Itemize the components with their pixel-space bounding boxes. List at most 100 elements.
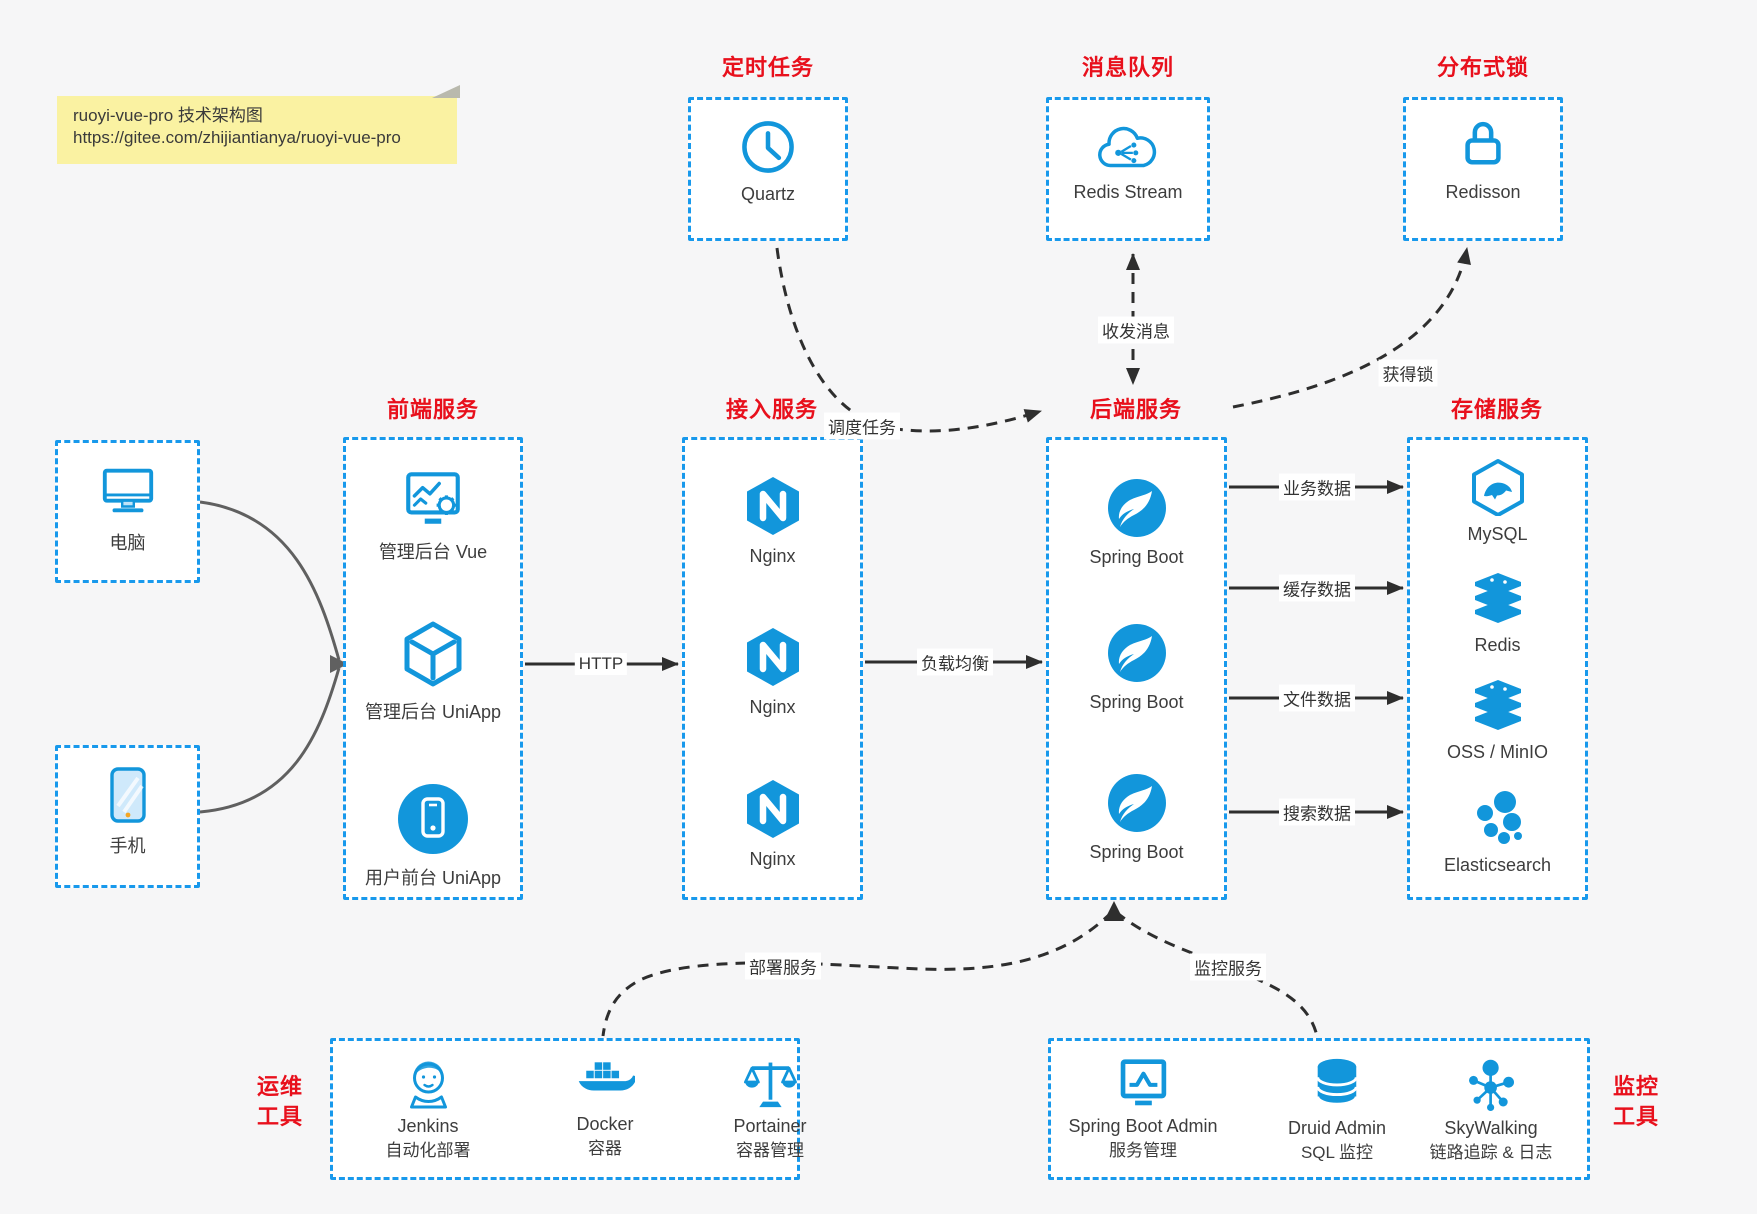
title-frontend-services: 前端服务 [386,397,480,422]
admin-vue-label: 管理后台 Vue [378,542,488,562]
jenkins-icon [409,1061,447,1109]
backend-services-box: Spring Boot Spring Boot Spring Boot [1046,437,1227,900]
edge-label-search-data: 搜索数据 [1279,798,1355,826]
portainer-scales-icon [743,1062,797,1108]
spring-boot-icon [1107,774,1166,832]
nginx-label: Nginx [749,697,796,717]
phone-label: 手机 [109,836,146,856]
clock-icon [742,121,794,173]
phone-client-box: 手机 [55,745,200,888]
edge-label-message: 收发消息 [1098,316,1174,344]
nginx-icon [746,780,799,838]
admin-uniapp-label: 管理后台 UniApp [364,702,502,722]
portainer-name: Portainer [733,1116,807,1136]
elasticsearch-label: Elasticsearch [1443,855,1552,875]
oss-minio-label: OSS / MinIO [1446,742,1549,762]
edge-label-monitor: 监控服务 [1190,953,1266,981]
redis-label: Redis [1474,635,1521,655]
ops-tools-title: 运维 工具 [256,1074,303,1129]
nginx-icon [746,628,799,686]
elasticsearch-icon [1476,791,1522,844]
title-scheduled-tasks: 定时任务 [721,55,815,80]
quartz-label: Quartz [740,184,796,204]
portainer-item: Portainer 容器管理 [733,1057,807,1162]
spring-boot-admin-icon [1120,1059,1166,1106]
desktop-icon [102,468,153,513]
spring-boot-label: Spring Boot [1089,842,1184,862]
druid-database-icon [1316,1058,1358,1106]
title-distributed-lock: 分布式锁 [1436,55,1530,80]
spring-boot-label: Spring Boot [1089,547,1184,567]
edge-label-deploy: 部署服务 [745,952,821,980]
user-app-icon [398,784,468,854]
storage-services-box: MySQL Redis OSS / MinIO [1407,437,1588,900]
skywalking-item: SkyWalking 链路追踪 & 日志 [1429,1057,1553,1164]
monitoring-tools-title: 监控 工具 [1612,1074,1659,1129]
ops-tools-box: Jenkins 自动化部署 Docker 容器 [330,1038,807,1180]
pc-client-box: 电脑 [55,440,200,583]
druid-admin-name: Druid Admin [1287,1118,1387,1138]
user-uniapp-label: 用户前台 UniApp [364,868,502,888]
note-fold [432,85,460,98]
skywalking-name: SkyWalking [1444,1118,1538,1138]
spring-boot-admin-name: Spring Boot Admin [1068,1116,1218,1136]
pc-label: 电脑 [109,533,146,553]
mysql-label: MySQL [1467,524,1528,544]
portainer-desc: 容器管理 [735,1141,804,1161]
oss-minio-icon [1474,680,1521,730]
note-title: ruoyi-vue-pro 技术架构图 [73,106,263,125]
cloud-message-icon [1098,126,1157,168]
sticky-note: ruoyi-vue-pro 技术架构图 https://gitee.com/zh… [57,85,460,164]
edge-label-lock: 获得锁 [1378,359,1438,387]
edge-label-http: HTTP [574,653,628,675]
docker-name: Docker [576,1114,634,1134]
docker-desc: 容器 [588,1139,622,1159]
quartz-box: Quartz [688,97,848,241]
spring-boot-admin-item: Spring Boot Admin 服务管理 [1068,1057,1218,1162]
edge-label-cache-data: 缓存数据 [1279,574,1355,602]
note-url: https://gitee.com/zhijiantianya/ruoyi-vu… [73,128,401,147]
edge-label-load-balance: 负载均衡 [917,648,993,676]
druid-admin-desc: SQL 监控 [1300,1143,1374,1163]
spring-boot-icon [1107,479,1166,537]
mysql-icon [1471,459,1524,516]
spring-boot-icon [1107,624,1166,682]
frontend-services-box: 管理后台 Vue 管理后台 UniApp 用户前台 UniApp [343,437,523,900]
jenkins-item: Jenkins 自动化部署 [386,1057,471,1162]
redis-icon [1474,573,1521,623]
access-services-box: Nginx Nginx Nginx [682,437,863,900]
jenkins-desc: 自动化部署 [385,1141,471,1161]
admin-vue-icon [406,472,460,524]
spring-boot-label: Spring Boot [1089,692,1184,712]
edge-pc-to-frontend [199,500,341,661]
title-access-services: 接入服务 [725,397,819,422]
edge-label-schedule: 调度任务 [824,412,900,440]
skywalking-desc: 链路追踪 & 日志 [1429,1143,1553,1163]
skywalking-network-icon [1469,1059,1515,1111]
title-storage-services: 存储服务 [1450,397,1544,422]
title-message-queue: 消息队列 [1081,55,1175,80]
monitoring-tools-box: Spring Boot Admin 服务管理 Druid Admin SQL 监… [1048,1038,1590,1180]
uniapp-cube-icon [404,621,462,687]
druid-admin-item: Druid Admin SQL 监控 [1288,1057,1386,1164]
redis-stream-label: Redis Stream [1073,182,1183,202]
edge-label-business-data: 业务数据 [1279,473,1355,501]
redisson-box: Redisson [1403,97,1563,241]
jenkins-name: Jenkins [397,1116,459,1136]
spring-boot-admin-desc: 服务管理 [1109,1141,1177,1161]
title-backend-services: 后端服务 [1089,397,1183,422]
backend-bottom-arrowhead [1104,901,1124,921]
redis-stream-box: Redis Stream [1046,97,1210,241]
redisson-label: Redisson [1445,182,1521,202]
edge-label-file-data: 文件数据 [1279,684,1355,712]
docker-item: Docker 容器 [575,1057,635,1160]
lock-icon [1465,121,1501,165]
phone-icon [109,767,146,823]
nginx-label: Nginx [749,849,796,869]
merge-arrowhead [330,655,348,673]
nginx-icon [746,477,799,535]
edge-deploy [601,910,1114,1037]
docker-icon [578,1062,635,1091]
edge-lock [1232,247,1471,409]
